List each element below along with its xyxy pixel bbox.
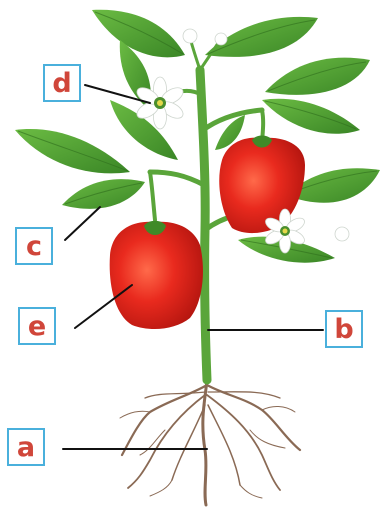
leaves	[15, 10, 380, 263]
leaf	[265, 58, 370, 95]
label-b: b	[325, 310, 363, 348]
label-d: d	[43, 64, 81, 102]
pepper-lower-left	[110, 221, 203, 329]
pepper-upper-right	[219, 136, 305, 234]
leaf	[62, 179, 145, 209]
leaf	[15, 129, 130, 173]
label-a: a	[7, 428, 45, 466]
label-c: c	[15, 227, 53, 265]
roots	[120, 380, 300, 505]
leaf	[92, 10, 185, 58]
pointer-line-c	[65, 207, 100, 240]
leaf-veins	[18, 12, 377, 258]
label-e: e	[18, 307, 56, 345]
